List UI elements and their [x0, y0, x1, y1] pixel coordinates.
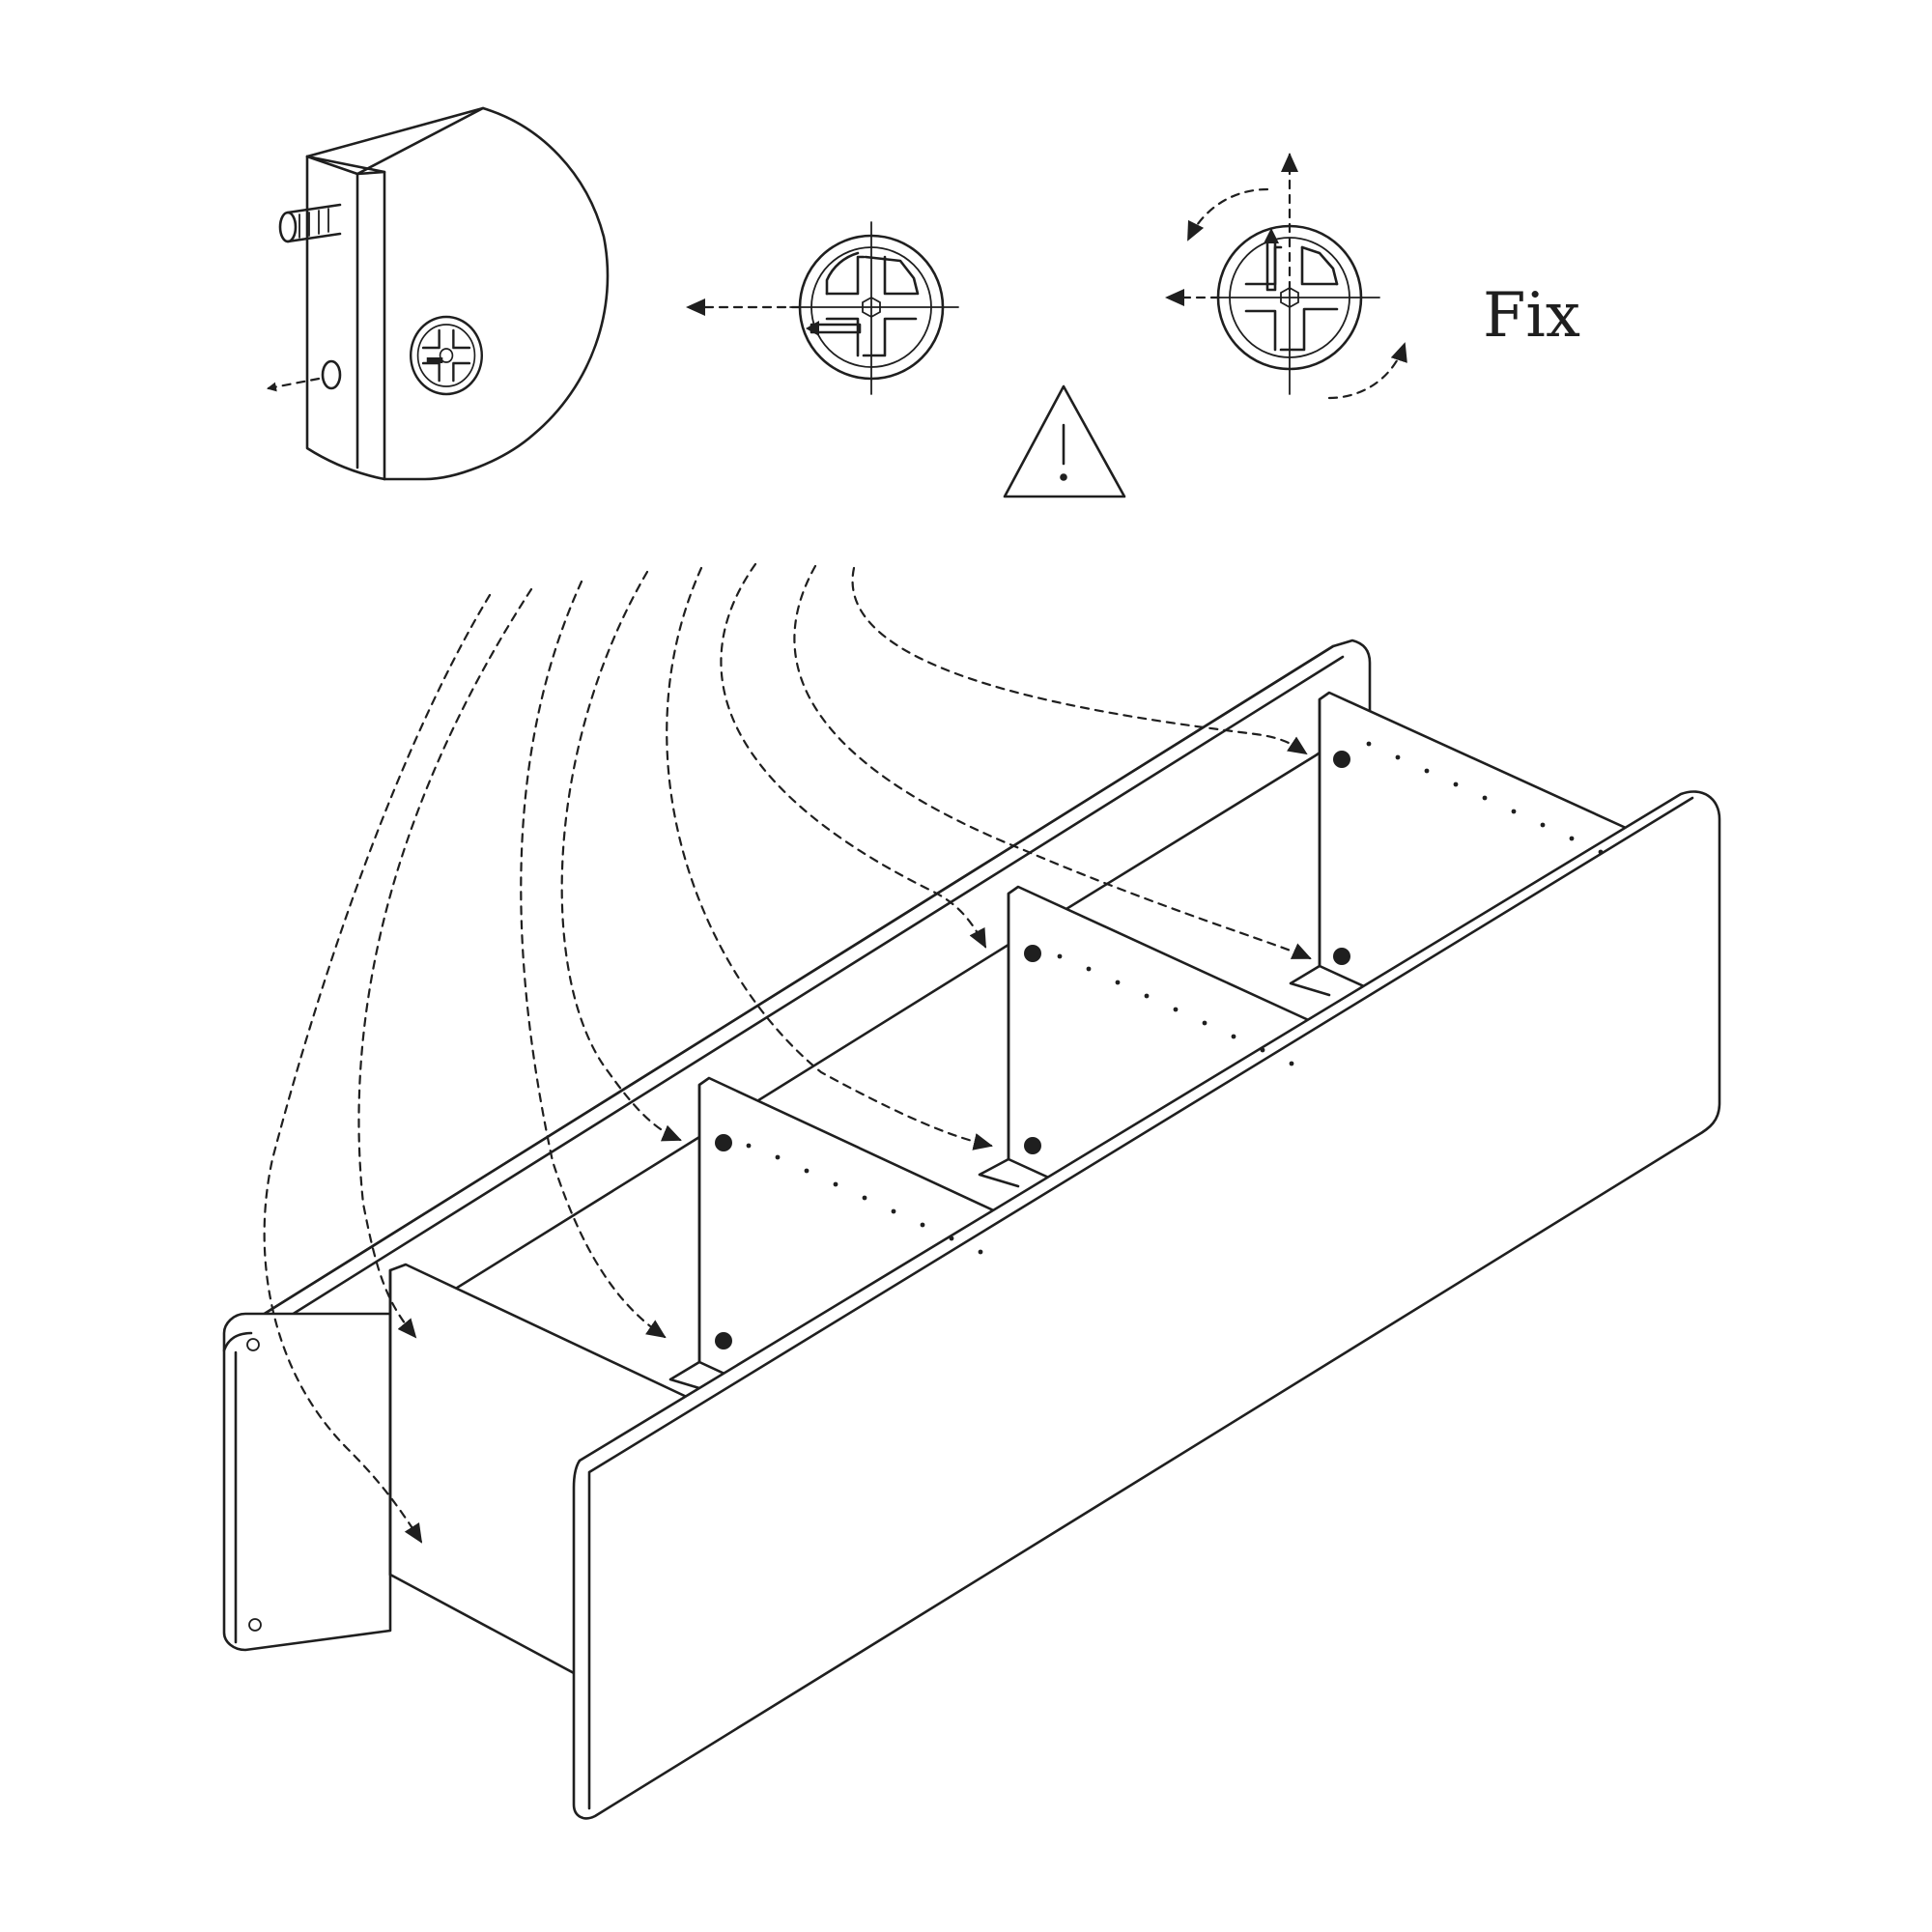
dowel-hole — [321, 359, 342, 390]
cam-lock-fixed-diagram — [1165, 153, 1407, 400]
warning-triangle-icon — [1003, 384, 1126, 498]
fix-label: Fix — [1483, 280, 1580, 352]
cam-lock-icon — [410, 315, 483, 396]
dowel-pin — [278, 203, 342, 243]
detail-panel-cam-lock — [267, 106, 610, 481]
shelf-assembly — [222, 639, 1721, 1820]
assembly-arrows — [263, 562, 1312, 1544]
pilot-holes — [746, 741, 1604, 1255]
cam-lock-open-diagram — [686, 221, 959, 395]
cam-lock-holes — [715, 751, 1350, 1350]
